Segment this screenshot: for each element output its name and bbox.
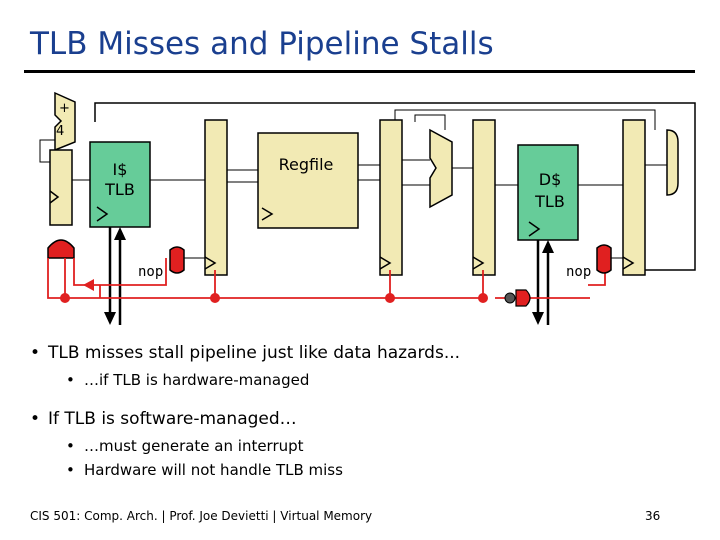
- wb-mux: [666, 129, 679, 196]
- nop-left-label: nop: [138, 264, 163, 280]
- bullet-1-sub-1: •…if TLB is hardware-managed: [66, 371, 310, 389]
- adder-plus: +: [59, 101, 70, 116]
- stall-arrow-head: [83, 279, 94, 291]
- fd-clock: [204, 256, 217, 270]
- nop-left-mux: [169, 246, 185, 274]
- nop-right-label: nop: [566, 264, 591, 280]
- bullet-1-sub-1-text: …if TLB is hardware-managed: [84, 371, 310, 389]
- dmem-arrow-down-head: [532, 312, 544, 325]
- regfile-clock: [261, 207, 274, 221]
- xm-latch: [472, 119, 496, 276]
- pc-register: [49, 149, 73, 226]
- dx-clock: [379, 256, 392, 270]
- bullet-2-sub-1: •…must generate an interrupt: [66, 437, 304, 455]
- imem-arrow-up-head: [114, 227, 126, 240]
- slide-footer: CIS 501: Comp. Arch. | Prof. Joe Deviett…: [30, 509, 373, 523]
- d-stall-dot: [504, 292, 516, 304]
- bullet-2-text: If TLB is software-managed…: [48, 409, 297, 429]
- pc-adder: [54, 91, 76, 152]
- dtlb-box: [517, 144, 579, 241]
- adder-four: 4: [56, 124, 64, 139]
- fd-latch: [204, 119, 228, 276]
- mw-clock: [622, 256, 635, 270]
- bullet-2-sub-2-text: Hardware will not handle TLB miss: [84, 461, 343, 479]
- dx-latch: [379, 119, 403, 276]
- dx-to-alu-wires: [402, 159, 430, 186]
- stall-control-wires: [47, 258, 606, 299]
- itlb-label-2: TLB: [104, 180, 135, 199]
- dtlb-clock: [528, 221, 541, 237]
- stall-node-3: [478, 293, 488, 303]
- dtlb-label-2: TLB: [534, 192, 565, 211]
- top-feedback-wire: [94, 102, 696, 271]
- itlb-label-1: I$: [113, 160, 128, 179]
- itlb-clock: [96, 206, 109, 222]
- title-underline: [24, 70, 695, 73]
- dtlb-label-1: D$: [539, 170, 562, 189]
- d-stall-gate: [515, 289, 531, 307]
- pc-clock: [49, 190, 60, 204]
- alu: [429, 128, 453, 209]
- bullet-2-sub-1-text: …must generate an interrupt: [84, 437, 304, 455]
- adder-loop-wire: [39, 139, 55, 163]
- stall-node-4: [60, 293, 70, 303]
- xm-clock: [472, 256, 485, 270]
- bullet-1: •TLB misses stall pipeline just like dat…: [30, 343, 461, 363]
- imem-arrow-down-head: [104, 312, 116, 325]
- bullet-1-text: TLB misses stall pipeline just like data…: [48, 343, 461, 363]
- regfile-label: Regfile: [279, 155, 334, 174]
- bypass-wire-top: [394, 109, 656, 130]
- fd-to-regfile-wires: [227, 169, 258, 183]
- dmem-arrow-up-head: [542, 240, 554, 253]
- stall-node-1: [210, 293, 220, 303]
- regfile-out-wires: [358, 164, 380, 181]
- pc-stall-gate: [47, 239, 75, 259]
- nop-right-mux: [596, 244, 612, 274]
- slide-title: TLB Misses and Pipeline Stalls: [30, 26, 494, 62]
- bullet-2-sub-2: •Hardware will not handle TLB miss: [66, 461, 343, 479]
- stall-node-2: [385, 293, 395, 303]
- page-number: 36: [645, 509, 661, 523]
- bullet-2: •If TLB is software-managed…: [30, 409, 297, 429]
- mw-latch: [622, 119, 646, 276]
- itlb-box: [89, 141, 151, 228]
- bypass-wire-left: [414, 114, 446, 130]
